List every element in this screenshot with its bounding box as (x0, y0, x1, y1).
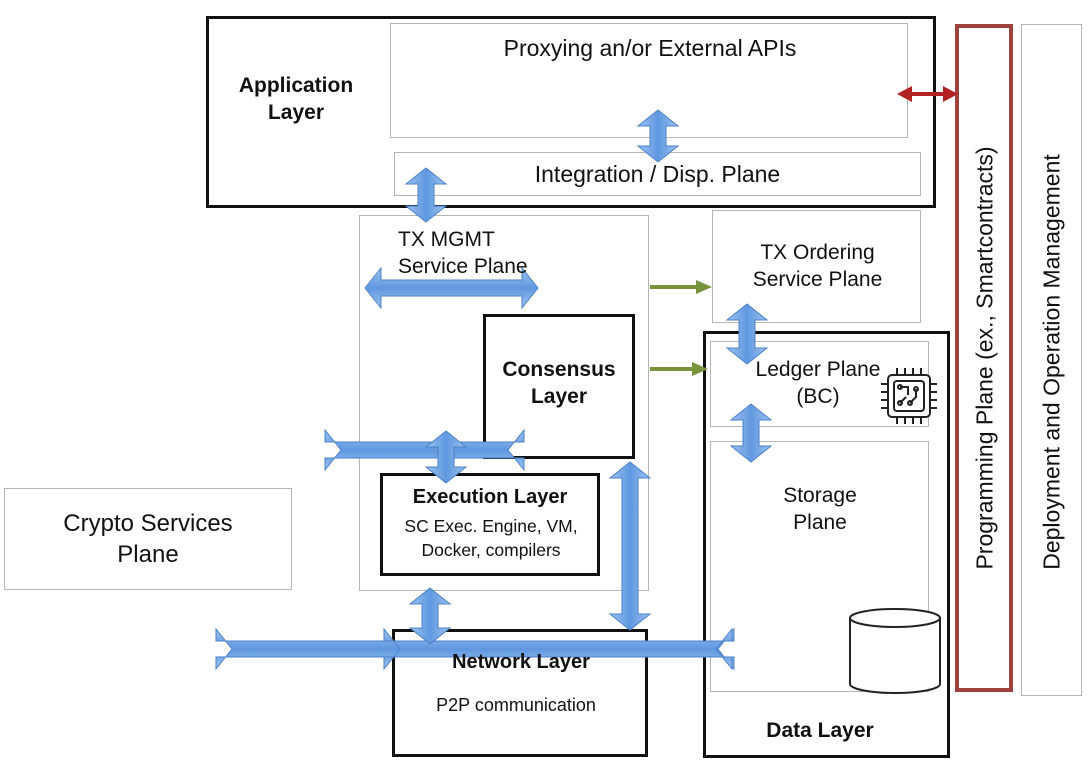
storage-plane-label: Storage Plane (783, 484, 857, 535)
tx-mgmt-plane-label: TX MGMT Service Plane (398, 228, 528, 279)
crypto-plane-box (4, 488, 292, 590)
chip-icon (881, 368, 937, 424)
proxying-plane-label: Proxying an/or External APIs (503, 35, 797, 61)
deployment-plane-box (1021, 24, 1082, 696)
green-arrow-ordering (650, 280, 712, 294)
programming-plane-box (955, 24, 1013, 692)
green-arrow-ledger (650, 362, 708, 376)
arrow-consensus-ledger (383, 627, 733, 671)
arrow-ledger-storage (729, 403, 773, 463)
red-double-arrow (897, 86, 958, 102)
crypto-plane-label: Crypto Services Plane (63, 510, 233, 569)
database-icon (849, 608, 941, 694)
arrow-proxy-integration (636, 109, 680, 163)
execution-layer-box (380, 473, 600, 576)
arrow-txmgmt-execution (424, 430, 468, 484)
arrow-txmgmt-consensus (324, 428, 525, 472)
arrow-crypto-execution (364, 266, 539, 310)
consensus-layer-box (483, 314, 635, 459)
network-layer-detail: P2P communication (436, 695, 596, 715)
tx-ordering-plane-label: TX Ordering Service Plane (752, 241, 883, 292)
arrow-consensus-network (608, 461, 652, 631)
ledger-plane-label: Ledger Plane (BC) (755, 358, 881, 409)
network-layer-title: Network Layer (452, 651, 590, 673)
execution-layer-detail: SC Exec. Engine, VM, Docker, compilers (404, 516, 578, 561)
data-layer-title: Data Layer (766, 719, 874, 742)
arrow-ordering-ledger (725, 303, 769, 365)
integration-plane-label: Integration / Disp. Plane (534, 161, 781, 187)
consensus-layer-title: Consensus Layer (502, 358, 616, 409)
programming-plane-label: Programming Plane (ex., Smartcontracts) (971, 146, 998, 570)
arrow-execution-network (408, 587, 452, 645)
application-layer-title: Application Layer (238, 74, 354, 125)
deployment-plane-label: Deployment and Operation Management (1038, 154, 1065, 570)
execution-layer-title: Execution Layer (412, 486, 568, 508)
arrow-integration-txmgmt (404, 167, 448, 223)
